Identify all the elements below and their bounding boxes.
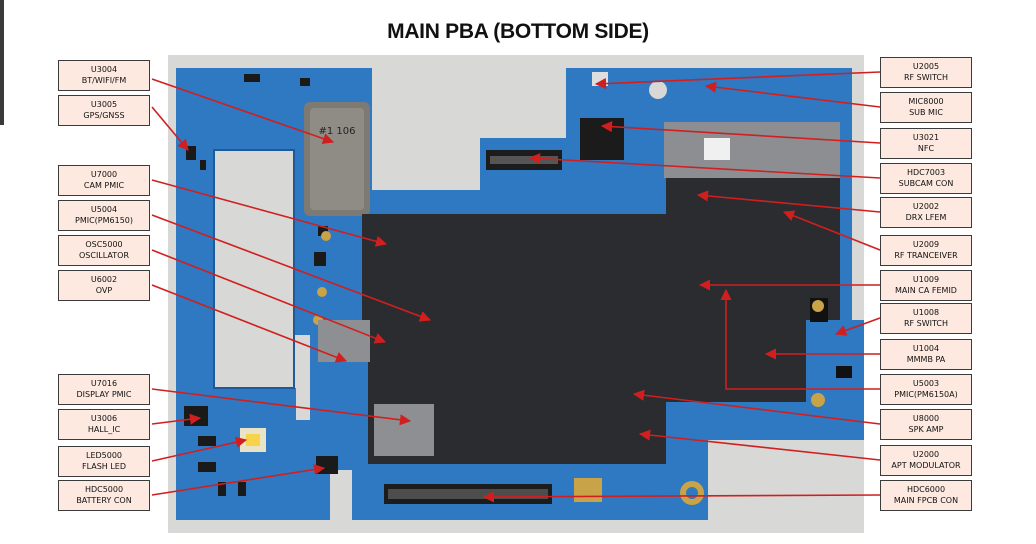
window-edge-bar <box>0 0 4 125</box>
callout-arrows <box>151 71 881 503</box>
chip-marking: #1 106 <box>318 126 355 137</box>
diagram-title: MAIN PBA (BOTTOM SIDE) <box>387 20 649 43</box>
pcb-left-cutout <box>214 150 294 388</box>
main-shield-can <box>362 176 840 464</box>
